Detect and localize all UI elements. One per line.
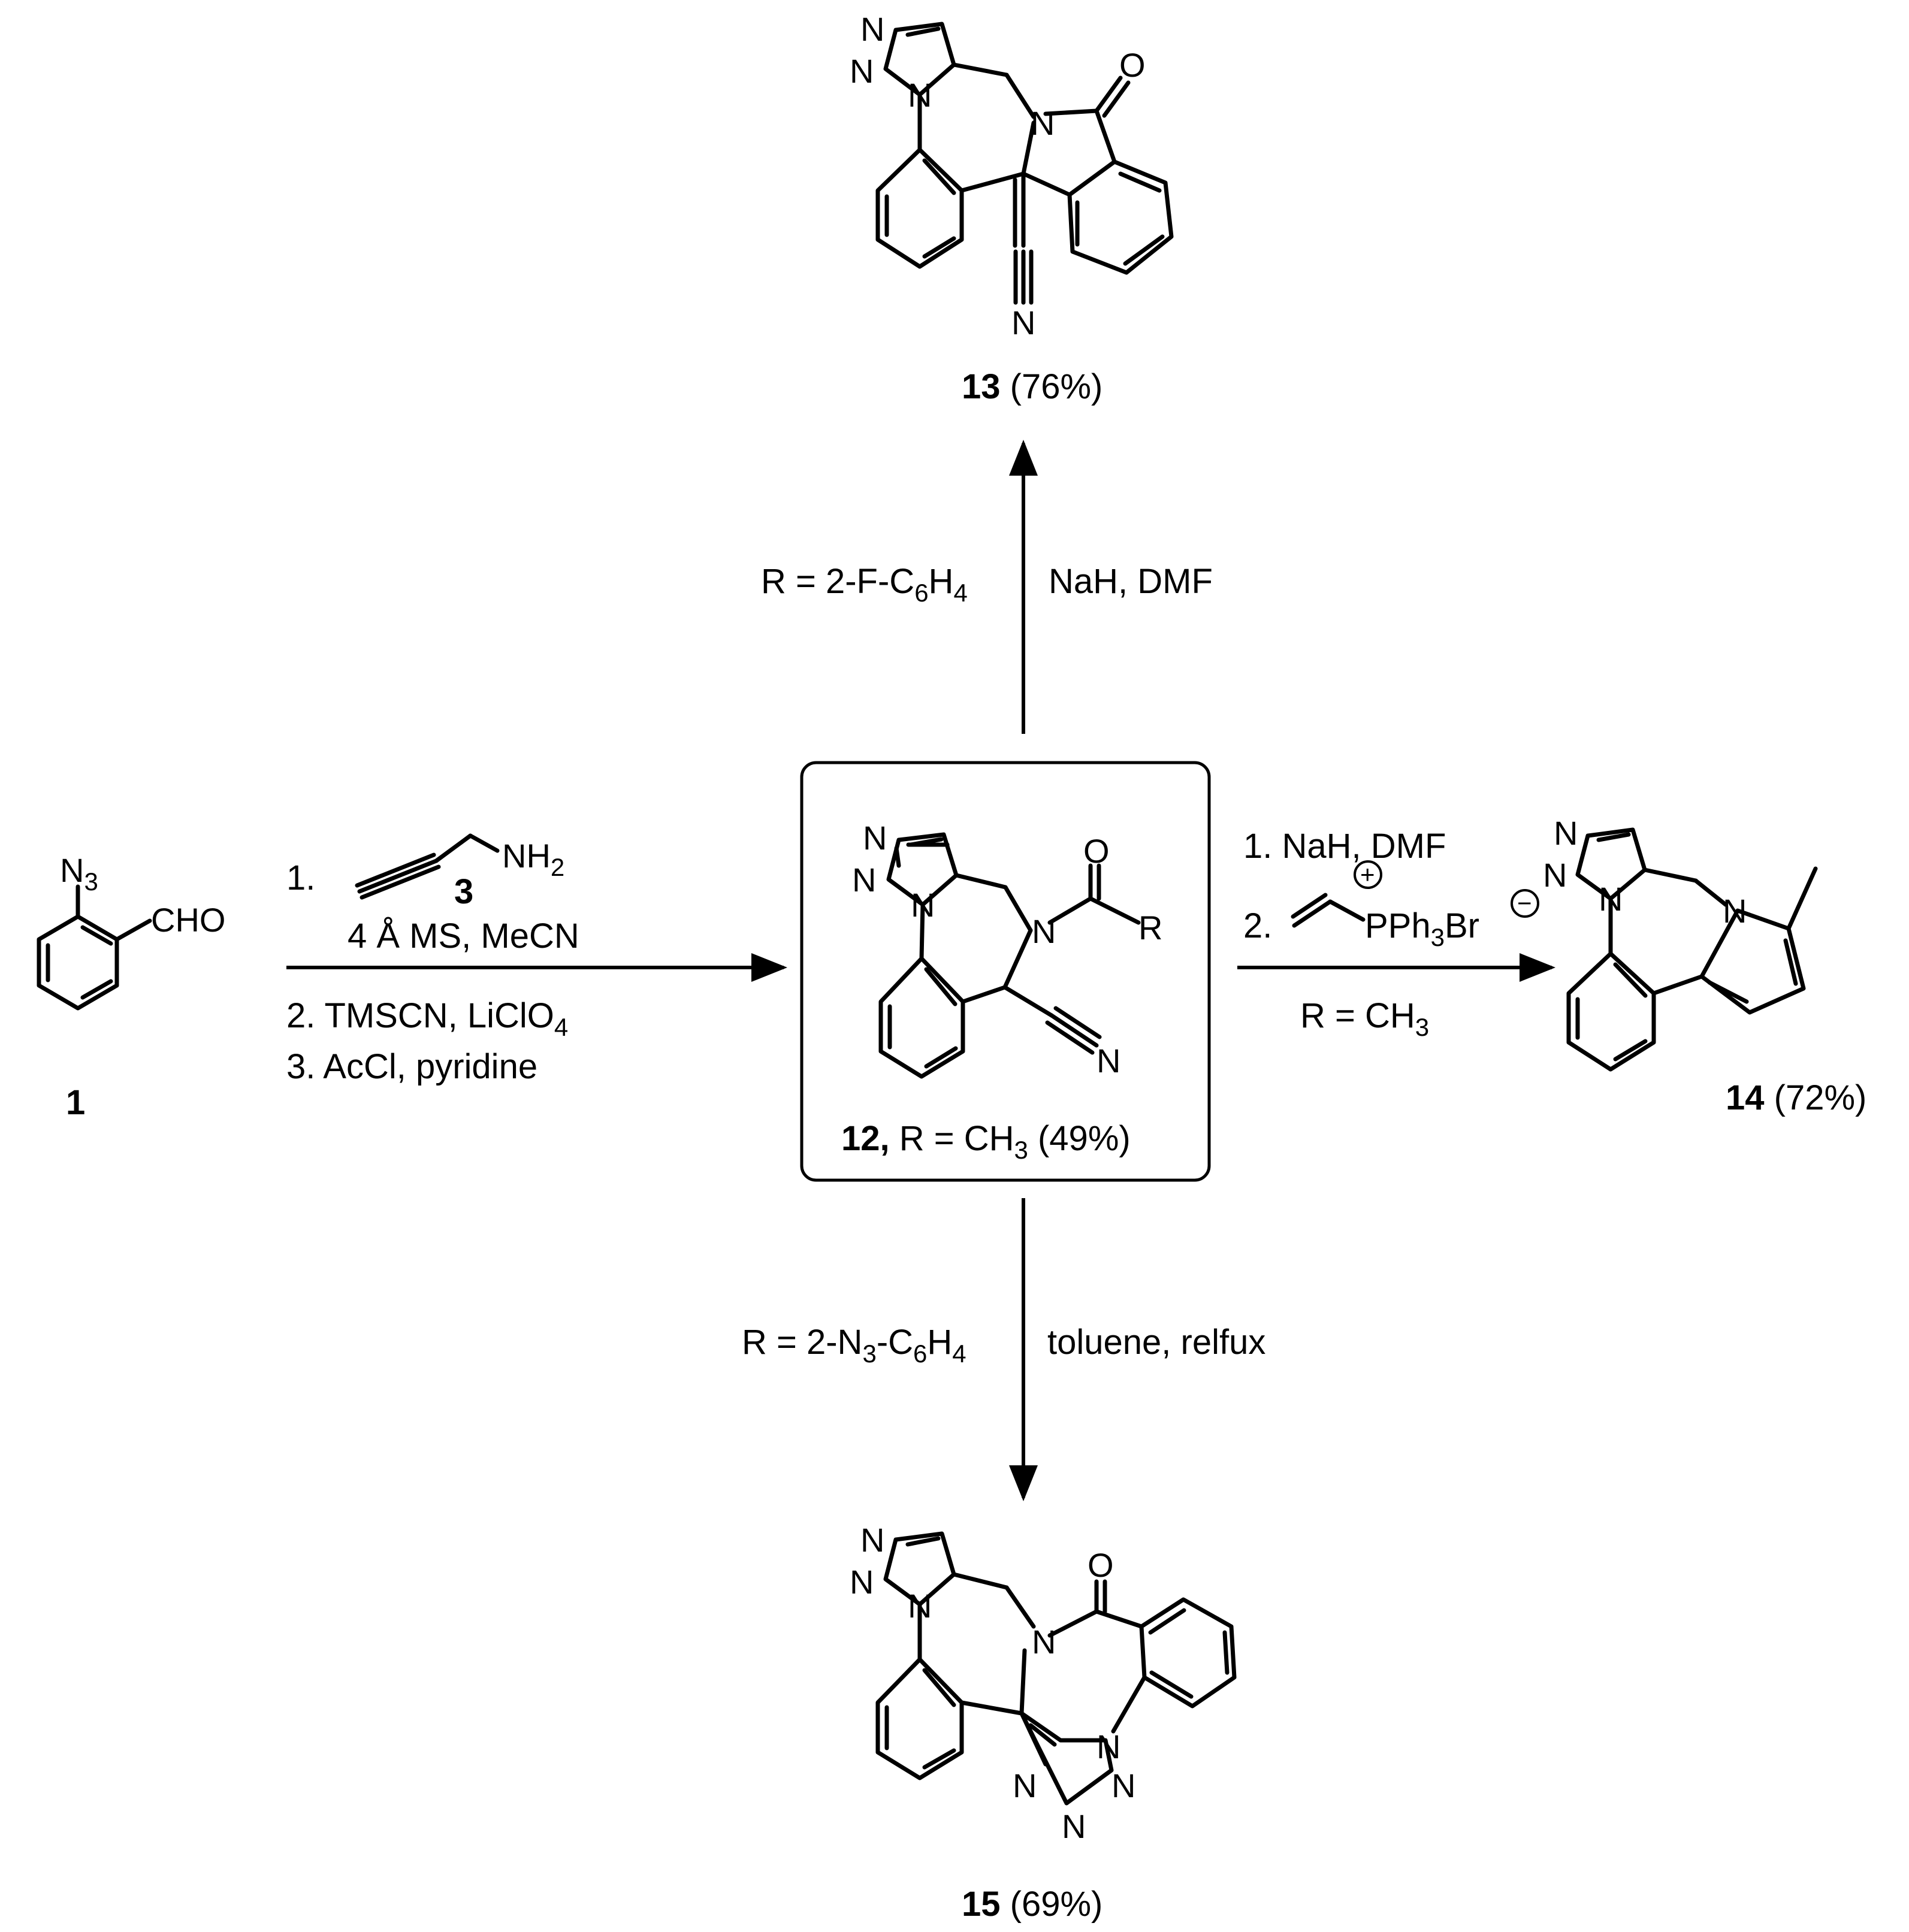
step2-conditions: 2. TMSCN, LiClO4 <box>286 996 568 1041</box>
atom-o-13: O <box>1119 46 1146 84</box>
compound-1: N3 CHO 1 <box>37 851 225 1122</box>
minus-charge-icon <box>1511 889 1539 918</box>
r-condition-15: R = 2-N3-C6H4 <box>742 1323 966 1368</box>
phosphonium-reagent: PPh3Br <box>1365 906 1479 951</box>
atom-o-15: O <box>1088 1546 1114 1584</box>
compound-3-label: 3 <box>454 872 473 911</box>
minus-sign: − <box>1517 889 1532 917</box>
step3-conditions: 3. AcCl, pyridine <box>286 1047 537 1086</box>
compound-13-caption: 13 (76%) <box>962 367 1102 406</box>
atom-n-14c: N <box>1599 880 1623 918</box>
compound-3: NH2 3 <box>355 833 564 911</box>
atom-n-14b: N <box>1543 856 1567 894</box>
compound-14-caption: 14 (72%) <box>1726 1078 1866 1117</box>
atom-n-nitrile: N <box>1097 1042 1120 1080</box>
atom-n-15f: N <box>1111 1767 1135 1804</box>
r-group-label: R <box>1138 909 1162 947</box>
r-condition-13: R = 2-F-C6H4 <box>761 562 968 607</box>
atom-n-15c: N <box>908 1587 932 1625</box>
compound-12-box <box>800 761 1211 1182</box>
nh2-label: NH2 <box>502 837 564 881</box>
step2-14-number: 2. <box>1243 906 1272 945</box>
cho-label: CHO <box>151 901 225 939</box>
n3-label: N3 <box>60 851 98 896</box>
atom-n-15d: N <box>1097 1728 1120 1765</box>
compound-15: N N N N O N N N N 15 (69%) <box>850 1521 1237 1924</box>
compound-12-caption: 12, R = CH3 (49%) <box>841 1119 1131 1164</box>
atom-n-15a: N <box>860 1521 884 1559</box>
atom-n-13d: N <box>1031 104 1055 142</box>
atom-n-15g: N <box>1062 1807 1086 1845</box>
compound-12: N N N N O R N 12, R = CH3 (49%) <box>800 761 1211 1182</box>
atom-n-13c: N <box>908 76 932 114</box>
atom-n-amide: N <box>1032 912 1056 950</box>
reagent-13: NaH, DMF <box>1049 562 1213 601</box>
atom-n-14-pyrrole: N <box>1723 892 1747 930</box>
r-condition-14: R = CH3 <box>1300 996 1429 1041</box>
step1-14: 1. NaH, DMF <box>1243 827 1446 866</box>
atom-n-1: N <box>863 819 887 857</box>
compound-15-caption: 15 (69%) <box>962 1885 1102 1924</box>
reaction-to-12: 1. NH2 3 4 Å MS, MeCN 2. TMSCN, LiClO4 3… <box>286 833 787 1086</box>
reaction-to-15: R = 2-N3-C6H4 toluene, relfux <box>742 1198 1265 1501</box>
atom-o-carbonyl: O <box>1083 832 1110 870</box>
step1-conditions: 4 Å MS, MeCN <box>348 917 579 956</box>
atom-n-15-amide: N <box>1032 1623 1056 1661</box>
vinyl-bond <box>1292 899 1333 928</box>
compound-14: N N N N 14 (72%) <box>1543 814 1866 1117</box>
step1-number: 1. <box>286 858 315 897</box>
reagent-15: toluene, relfux <box>1047 1323 1265 1362</box>
atom-n-13a: N <box>860 10 884 48</box>
atom-n-14a: N <box>1554 814 1578 852</box>
plus-charge-icon <box>1354 860 1382 889</box>
atom-n-15e: N <box>1013 1767 1037 1804</box>
reaction-to-13: R = 2-F-C6H4 NaH, DMF <box>761 440 1213 734</box>
atom-n-13b: N <box>850 52 874 90</box>
reaction-to-14: 1. NaH, DMF 2. PPh3Br + − R = CH3 <box>1237 827 1555 1041</box>
compound-13: N N N N O N 13 (76%) <box>850 10 1174 406</box>
atom-n-2: N <box>852 861 876 899</box>
plus-sign: + <box>1360 860 1375 888</box>
atom-n-3: N <box>911 886 935 924</box>
atom-n-15b: N <box>850 1563 874 1601</box>
compound-1-label: 1 <box>66 1083 85 1122</box>
atom-n-13-nitrile: N <box>1011 304 1035 341</box>
